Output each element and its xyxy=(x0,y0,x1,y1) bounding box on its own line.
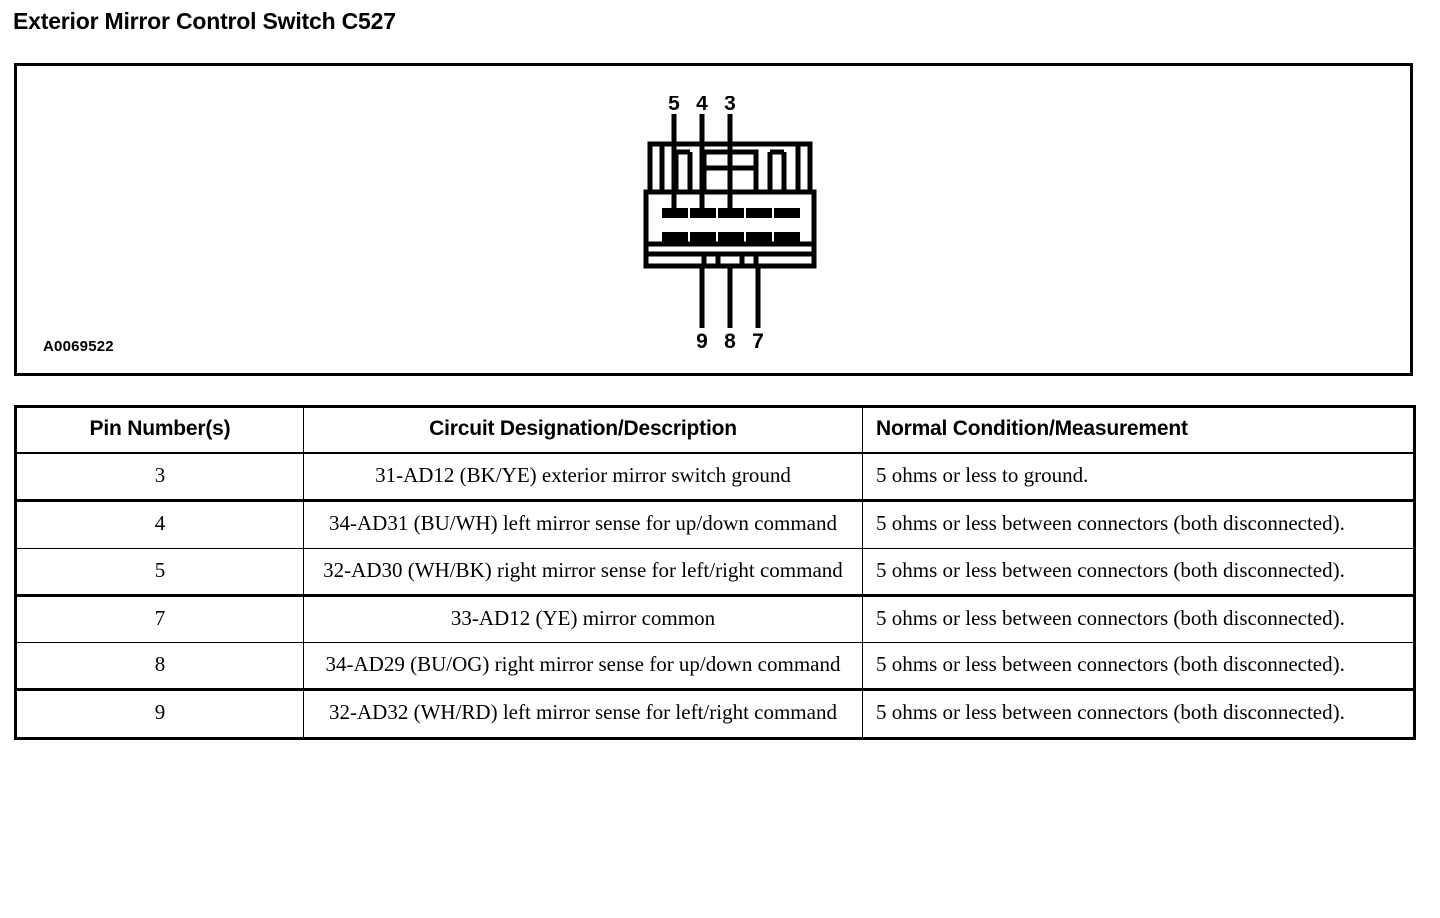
cavity-top-4 xyxy=(746,208,772,218)
cell-description: 32-AD30 (WH/BK) right mirror sense for l… xyxy=(303,547,863,597)
cell-measurement: 5 ohms or less between connectors (both … xyxy=(862,642,1415,692)
connector-body xyxy=(643,189,817,269)
cell-description: 32-AD32 (WH/RD) left mirror sense for le… xyxy=(303,689,863,739)
column-header-pin-number: Pin Number(s) xyxy=(15,406,304,454)
latch-arm-left xyxy=(659,144,693,195)
connector-illustration: 5 4 3 9 8 7 xyxy=(642,96,842,356)
pin-label-9: 9 xyxy=(696,330,708,353)
table-row: 8 34-AD29 (BU/OG) right mirror sense for… xyxy=(15,642,1415,692)
pin-label-3: 3 xyxy=(724,96,736,115)
pin-label-4: 4 xyxy=(696,96,708,115)
cell-measurement: 5 ohms or less between connectors (both … xyxy=(862,500,1415,549)
cavity-top-2 xyxy=(690,208,716,218)
cell-measurement: 5 ohms or less between connectors (both … xyxy=(862,547,1415,597)
table-body: 3 31-AD12 (BK/YE) exterior mirror switch… xyxy=(15,452,1415,739)
column-header-measurement: Normal Condition/Measurement xyxy=(862,406,1415,454)
cavity-bottom-1 xyxy=(662,232,688,242)
pin-label-5: 5 xyxy=(668,96,680,115)
cell-description: 33-AD12 (YE) mirror common xyxy=(303,594,863,644)
cell-measurement: 5 ohms or less to ground. xyxy=(862,452,1415,503)
cavity-top-5 xyxy=(774,208,800,218)
cell-description: 31-AD12 (BK/YE) exterior mirror switch g… xyxy=(303,452,863,503)
connector-svg: 5 4 3 9 8 7 xyxy=(643,96,817,353)
pin-table: Pin Number(s) Circuit Designation/Descri… xyxy=(14,405,1416,740)
table-row: 4 34-AD31 (BU/WH) left mirror sense for … xyxy=(15,500,1415,549)
table-row: 9 32-AD32 (WH/RD) left mirror sense for … xyxy=(15,689,1415,739)
table-row: 3 31-AD12 (BK/YE) exterior mirror switch… xyxy=(15,452,1415,503)
cavity-bottom-5 xyxy=(774,232,800,242)
diagram-id-label: A0069522 xyxy=(43,338,114,355)
cell-pin-number: 3 xyxy=(15,452,304,503)
column-header-circuit: Circuit Designation/Description xyxy=(303,406,863,454)
table-header-row: Pin Number(s) Circuit Designation/Descri… xyxy=(15,406,1415,454)
cell-pin-number: 9 xyxy=(15,689,304,739)
cell-description: 34-AD31 (BU/WH) left mirror sense for up… xyxy=(303,500,863,549)
connector-diagram-panel: 5 4 3 9 8 7 A0069522 xyxy=(14,63,1413,376)
table-row: 7 33-AD12 (YE) mirror common 5 ohms or l… xyxy=(15,594,1415,644)
pin-label-7: 7 xyxy=(752,330,764,353)
cell-measurement: 5 ohms or less between connectors (both … xyxy=(862,689,1415,739)
cavity-top-3 xyxy=(718,208,744,218)
latch-arm-right xyxy=(767,144,801,195)
table-row: 5 32-AD30 (WH/BK) right mirror sense for… xyxy=(15,547,1415,597)
cell-pin-number: 8 xyxy=(15,642,304,692)
cavity-bottom-4 xyxy=(746,232,772,242)
cavity-top-1 xyxy=(662,208,688,218)
cavity-row-bottom xyxy=(662,232,800,242)
skirt-notches xyxy=(701,254,759,266)
cavity-row-top xyxy=(662,208,800,218)
cell-measurement: 5 ohms or less between connectors (both … xyxy=(862,594,1415,644)
cell-pin-number: 7 xyxy=(15,594,304,644)
pin-label-8: 8 xyxy=(724,330,736,353)
cavity-bottom-3 xyxy=(718,232,744,242)
cell-description: 34-AD29 (BU/OG) right mirror sense for u… xyxy=(303,642,863,692)
page-title: Exterior Mirror Control Switch C527 xyxy=(13,8,396,34)
cell-pin-number: 4 xyxy=(15,500,304,549)
cell-pin-number: 5 xyxy=(15,547,304,597)
cavity-bottom-2 xyxy=(690,232,716,242)
